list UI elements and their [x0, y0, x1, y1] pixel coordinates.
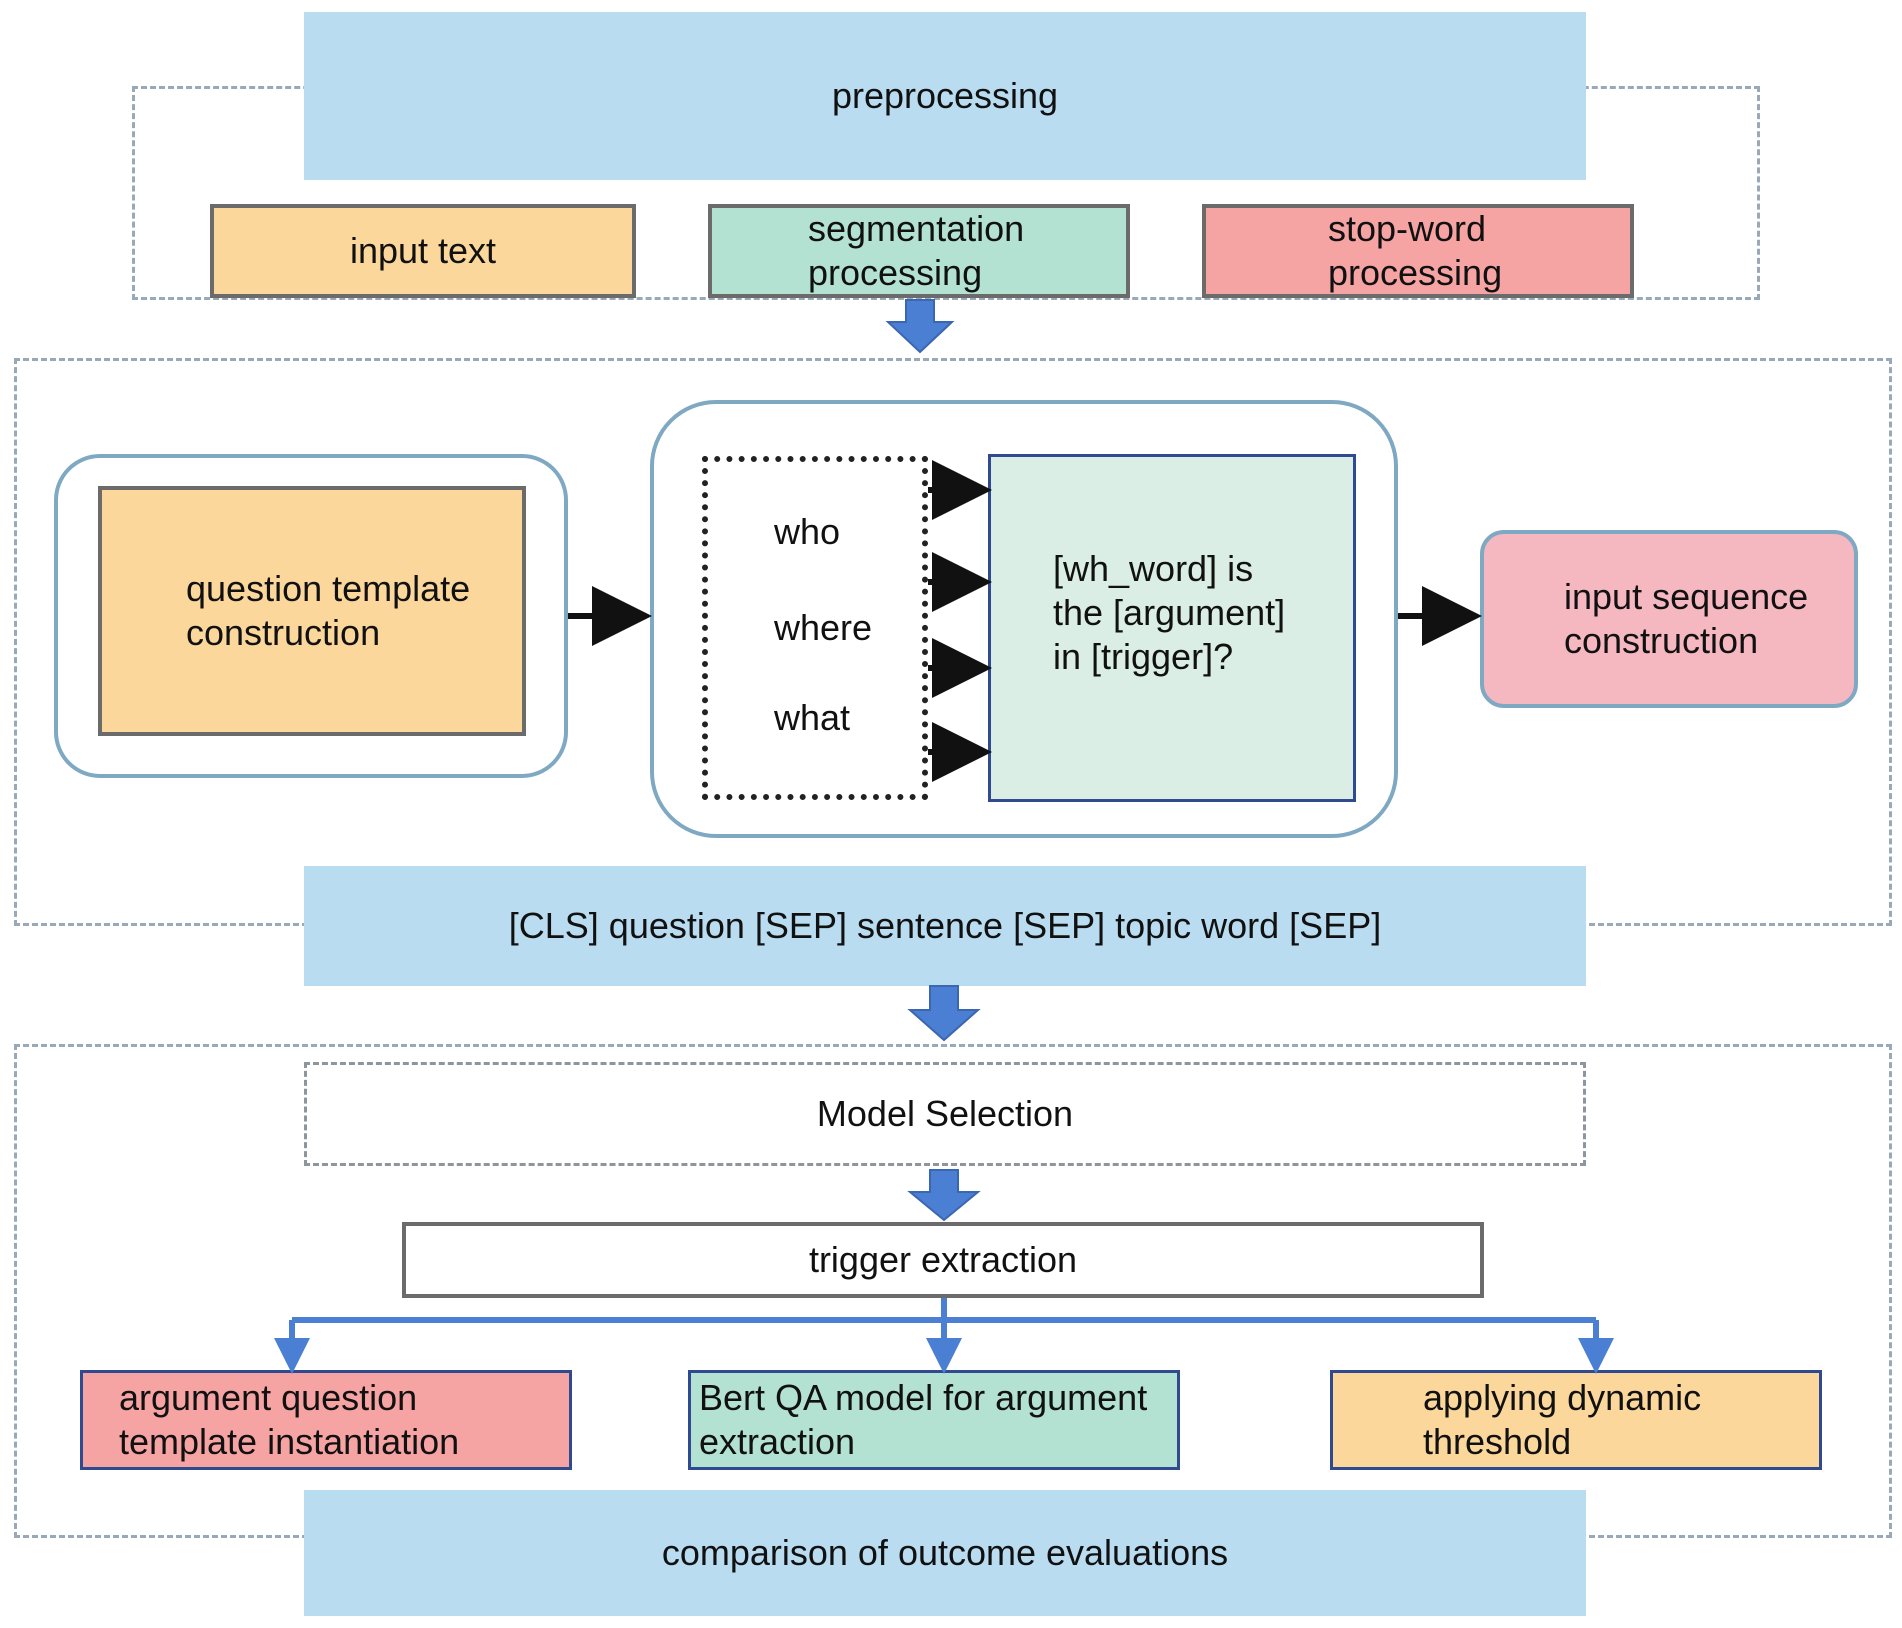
template-text-box: [wh_word] is the [argument] in [trigger]…: [988, 454, 1356, 802]
preprocessing-title: preprocessing: [831, 75, 1059, 116]
comparison-label: comparison of outcome evaluations: [661, 1532, 1229, 1573]
input-sequence-label: input sequence construction: [1564, 576, 1809, 661]
down-arrow-1: [885, 299, 955, 354]
wh-word-where: where: [774, 607, 873, 648]
question-template-box: question template construction: [98, 486, 526, 736]
stop-word-box: stop-word processing: [1202, 204, 1634, 298]
model-selection-box: Model Selection: [304, 1062, 1586, 1166]
trigger-extraction-label: trigger extraction: [808, 1239, 1078, 1280]
branch-dynamic-threshold: applying dynamic threshold: [1330, 1370, 1822, 1470]
branch-bert-qa: Bert QA model for argument extraction: [688, 1370, 1180, 1470]
segmentation-label: segmentation processing: [808, 208, 1025, 293]
input-sequence-box: input sequence construction: [1480, 530, 1858, 708]
branch-dynamic-threshold-label: applying dynamic threshold: [1423, 1377, 1702, 1462]
wh-word-box: [702, 456, 928, 800]
input-text-label: input text: [349, 230, 497, 271]
down-arrow-3: [907, 1169, 981, 1222]
sequence-format-text: [CLS] question [SEP] sentence [SEP] topi…: [508, 905, 1382, 946]
input-text-box: input text: [210, 204, 636, 298]
branch-argument-template: argument question template instantiation: [80, 1370, 572, 1470]
trigger-extraction-box: trigger extraction: [402, 1222, 1484, 1298]
preprocessing-header: preprocessing: [304, 12, 1586, 180]
template-text: [wh_word] is the [argument] in [trigger]…: [1053, 548, 1286, 677]
wh-word-what: what: [774, 697, 851, 738]
branch-bert-qa-label: Bert QA model for argument extraction: [699, 1377, 1148, 1462]
stop-word-label: stop-word processing: [1328, 208, 1503, 293]
model-selection-label: Model Selection: [816, 1093, 1074, 1134]
down-arrow-2: [907, 985, 981, 1042]
wh-word-who: who: [774, 511, 841, 552]
sequence-format-band: [CLS] question [SEP] sentence [SEP] topi…: [304, 866, 1586, 986]
comparison-band: comparison of outcome evaluations: [304, 1490, 1586, 1616]
segmentation-box: segmentation processing: [708, 204, 1130, 298]
question-template-label: question template construction: [186, 568, 471, 653]
branch-argument-template-label: argument question template instantiation: [119, 1377, 460, 1462]
